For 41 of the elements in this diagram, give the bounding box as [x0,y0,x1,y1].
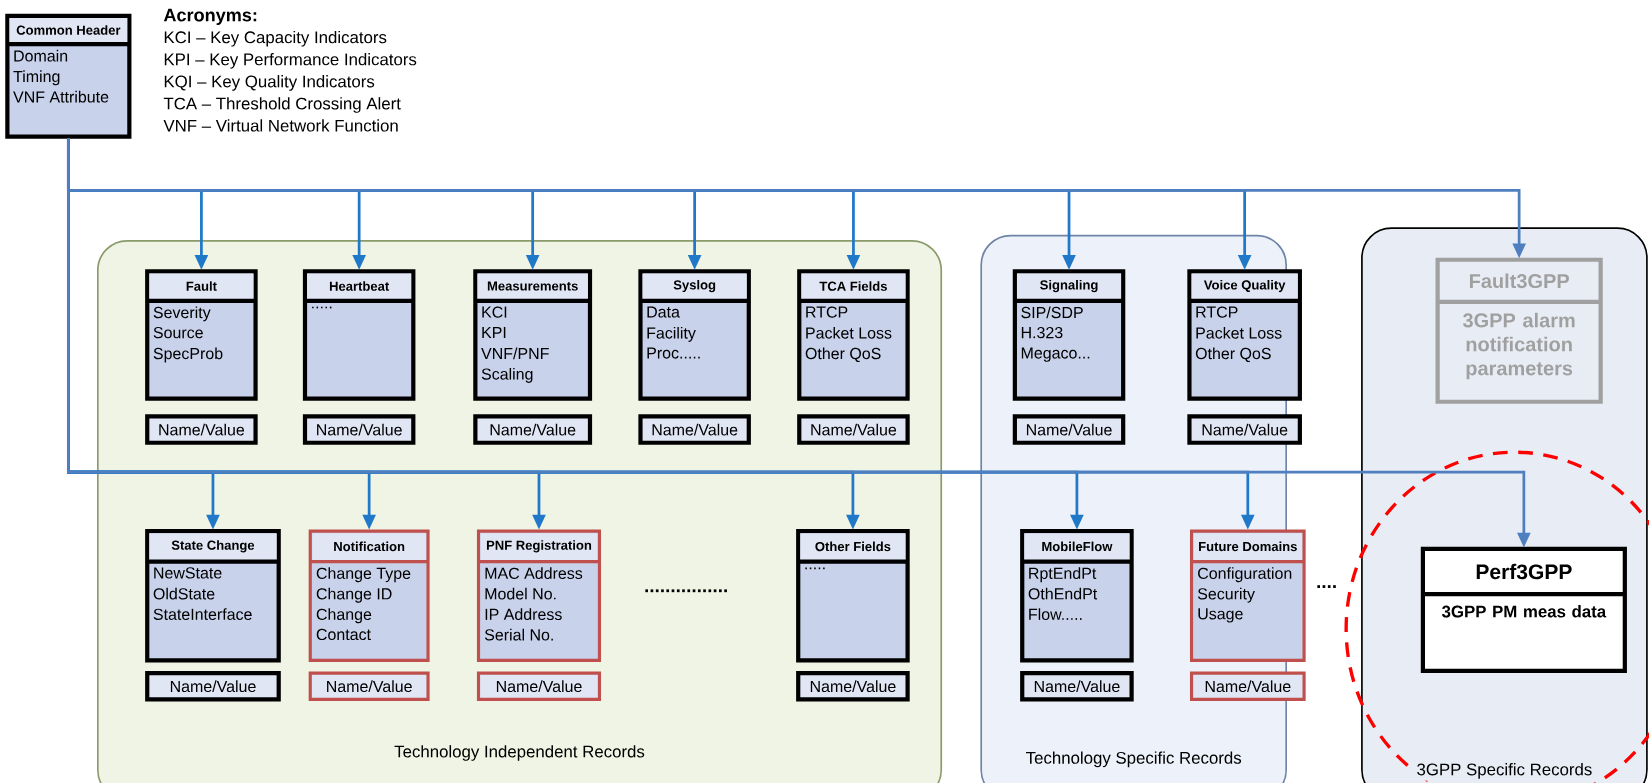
acronym-text: KQI – Key Quality Indicators [164,74,375,91]
connector-arrow [67,138,1531,548]
record-box: Other Fields ..... [796,528,910,663]
name-value-box: Name/Value [302,414,416,445]
record-box: Fault3GPP 3GPP alarm notification parameters [1435,257,1603,404]
acronym-text: KPI – Key Performance Indicators [164,52,417,69]
ellipsis-dots: .... [1317,584,1336,588]
acronym-text: TCA – Threshold Crossing Alert [163,96,401,113]
record-box: Voice Quality RTCP Packet Loss Other QoS [1187,269,1302,401]
name-value-box: Name/Value [308,671,430,701]
name-value-box: Name/Value [797,414,910,445]
record-box: Heartbeat ..... [302,269,416,401]
record-box: Syslog Data Facility Proc..... [638,269,751,401]
record-box: Perf3GPP 3GPP PM meas data [1420,546,1627,673]
record-box: State Change NewState OldState StateInterface [145,528,281,663]
acronym-text: VNF – Virtual Network Function [163,119,398,132]
ellipsis-dots: ................ [645,589,727,592]
record-box: PNF Registration MAC Address Model No. IP Address Serial No. [476,529,602,662]
group-label: Technology Specific Records [1023,749,1244,769]
name-value-box: Name/Value [638,414,751,445]
record-box: Measurements KCI KPI VNF/PNF Scaling [473,269,593,401]
record-box: Notification Change Type Change ID Change Contact [308,529,430,662]
name-value-box: Name/Value [145,414,258,445]
name-value-box: Name/Value [1020,670,1134,702]
name-value-box: Name/Value [476,671,602,701]
header-box: Common Header Domain Timing VNF Attribute [5,13,132,139]
acronym-text: KCI – Key Capacity Indicators [164,30,387,47]
group-label: 3GPP Specific Records [1414,760,1595,781]
name-value-box: Name/Value [145,670,281,702]
record-box: TCA Fields RTCP Packet Loss Other QoS [797,269,910,401]
name-value-box: Name/Value [1187,414,1302,445]
record-box: Future Domains Configuration Security Usage [1189,529,1306,662]
record-box: Signaling SIP/SDP H.323 Megaco... [1012,269,1126,401]
record-box: MobileFlow RptEndPt OthEndPt Flow..... [1020,528,1134,663]
record-box: Fault Severity Source SpecProb [145,269,258,401]
name-value-box: Name/Value [1189,671,1306,701]
legend-heading: Acronyms: [163,8,257,25]
name-value-box: Name/Value [796,670,910,702]
name-value-box: Name/Value [1012,414,1126,445]
name-value-box: Name/Value [473,414,593,445]
group-label: Technology Independent Records [392,742,647,763]
